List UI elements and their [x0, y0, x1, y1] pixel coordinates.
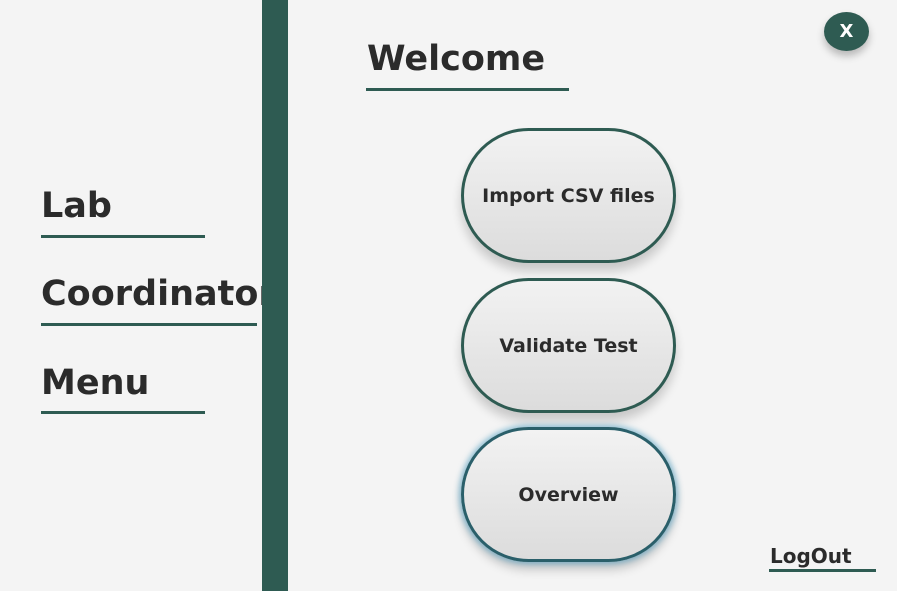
logout-link[interactable]: LogOut [770, 544, 852, 568]
logout-underline [769, 569, 876, 572]
close-button[interactable]: X [824, 12, 869, 51]
validate-test-button[interactable]: Validate Test [461, 278, 676, 413]
sidebar-title-menu: Menu [41, 363, 150, 403]
sidebar-title-lab: Lab [41, 186, 112, 226]
sidebar-title-coordinator: Coordinator [41, 274, 276, 314]
vertical-divider [262, 0, 288, 591]
import-csv-button[interactable]: Import CSV files [461, 128, 676, 263]
overview-button[interactable]: Overview [461, 427, 676, 562]
sidebar-title-menu-underline [41, 411, 205, 414]
sidebar-title-coordinator-underline [41, 323, 257, 326]
page-title: Welcome [367, 39, 546, 79]
page-title-underline [366, 88, 569, 91]
sidebar-title-lab-underline [41, 235, 205, 238]
